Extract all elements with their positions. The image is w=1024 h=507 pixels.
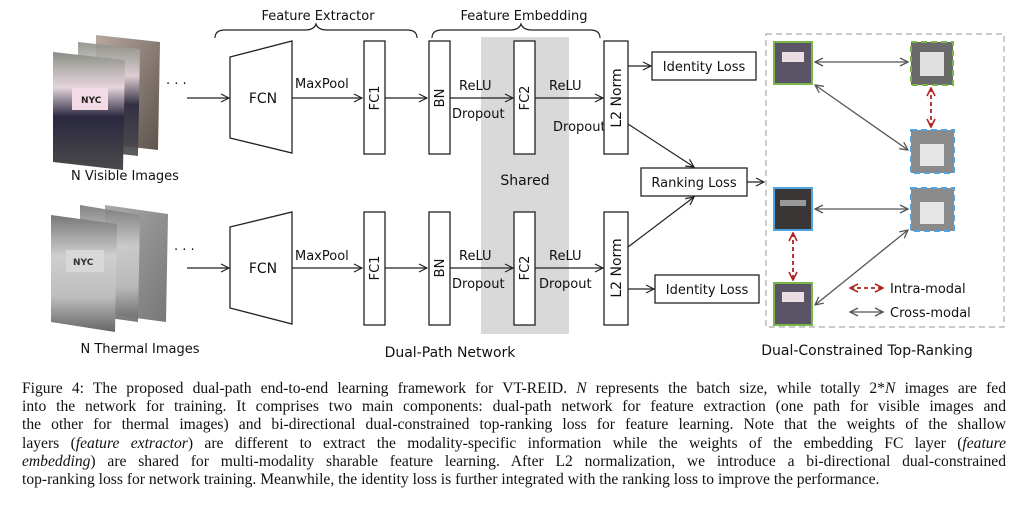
ellipsis-thermal: · · · [174,243,195,258]
caption-italic-n: N [576,380,587,397]
svg-text:NYC: NYC [73,258,94,268]
fc1-label-visible: FC1 [368,86,383,111]
identity-loss-label-thermal: Identity Loss [666,283,749,298]
fcn-block-visible [229,40,293,154]
legend-intra-modal-label: Intra-modal [890,282,966,297]
caption-text: ) are shared for multi-modality sharable… [90,452,1006,470]
caption-text: layers ( [22,434,76,452]
caption-italic-term: feature extractor [75,434,188,452]
visible-image-stack: NYC [53,35,160,170]
legend-cross-modal-label: Cross-modal [890,306,971,321]
relu-label-thermal-1: ReLU [459,249,492,264]
fcn-label-thermal: FCN [249,261,277,277]
l2norm-block-visible [603,40,629,155]
fc2-label-visible: FC2 [518,86,533,111]
dropout-label-visible-1: Dropout [452,107,505,122]
arrow-l2-to-ranking-thermal [627,197,694,248]
visible-images-label: N Visible Images [71,169,179,184]
l2norm-label-thermal: L2 Norm [609,238,625,297]
cross-modal-arrow-4 [815,230,908,305]
figure-caption: Figure 4: The proposed dual-path end-to-… [22,380,1006,489]
caption-line-6: top-ranking loss for network training. M… [22,471,880,489]
thumb-visible-3 [773,282,813,326]
thumb-visible-1 [773,41,813,85]
maxpool-label-visible: MaxPool [295,77,349,92]
l2norm-label-visible: L2 Norm [609,68,625,127]
caption-italic-term: feature [962,434,1006,452]
relu-label-visible-1: ReLU [459,79,492,94]
relu-label-visible-2: ReLU [549,79,582,94]
caption-text: represents the batch size, while totally… [586,380,885,397]
thumb-visible-2 [773,187,813,231]
dropout-label-visible-2: Dropout [553,120,606,135]
identity-loss-box-visible [651,51,757,81]
top-ranking-frame [765,33,1005,328]
caption-italic-term: embedding [22,452,91,470]
relu-label-thermal-2: ReLU [549,249,582,264]
caption-line-1: Figure 4: The proposed dual-path end-to-… [22,380,1006,398]
caption-text: Figure 4: The proposed dual-path end-to-… [22,380,577,397]
framework-diagram: Shared Feature Extractor Feature Embeddi… [51,9,1005,361]
caption-text: images are fed [895,380,1006,397]
maxpool-label-thermal: MaxPool [295,249,349,264]
thumb-thermal-2 [910,129,955,174]
bn-label-thermal: BN [433,259,448,278]
cross-modal-arrow-2 [815,85,908,150]
ellipsis-visible: · · · [166,77,187,92]
identity-loss-box-thermal [654,274,760,304]
feature-extractor-label: Feature Extractor [261,9,375,24]
caption-text: ) are different to extract the modality-… [187,434,963,452]
caption-italic-n: N [885,380,896,397]
shared-label: Shared [500,173,549,189]
fcn-block-thermal [229,211,293,325]
caption-line-2: into the network for training. It compri… [22,398,1006,416]
caption-line-5: embedding) are shared for multi-modality… [22,453,1006,471]
caption-line-3: the other for thermal images) and bi-dir… [22,416,1006,434]
identity-loss-label-visible: Identity Loss [663,60,746,75]
fc1-label-thermal: FC1 [368,256,383,281]
fc2-label-thermal: FC2 [518,256,533,281]
thumb-thermal-1 [910,41,954,86]
arrow-l2-to-ranking-visible [627,123,694,167]
top-ranking-title: Dual-Constrained Top-Ranking [761,343,973,359]
thermal-images-label: N Thermal Images [80,342,199,357]
dropout-label-thermal-2: Dropout [539,277,592,292]
svg-text:NYC: NYC [81,96,102,106]
feature-embedding-label: Feature Embedding [461,9,588,24]
feature-extractor-brace [214,22,418,39]
thumb-thermal-3 [910,187,955,232]
feature-embedding-brace [431,22,601,39]
dropout-label-thermal-1: Dropout [452,277,505,292]
caption-line-4: layers (feature extractor) are different… [22,435,1006,453]
dual-path-network-title: Dual-Path Network [385,345,517,361]
l2norm-block-thermal [603,211,629,326]
bn-label-visible: BN [433,89,448,108]
fcn-label-visible: FCN [249,91,277,107]
ranking-loss-label: Ranking Loss [651,176,736,191]
thermal-image-stack: NYC [51,205,168,332]
